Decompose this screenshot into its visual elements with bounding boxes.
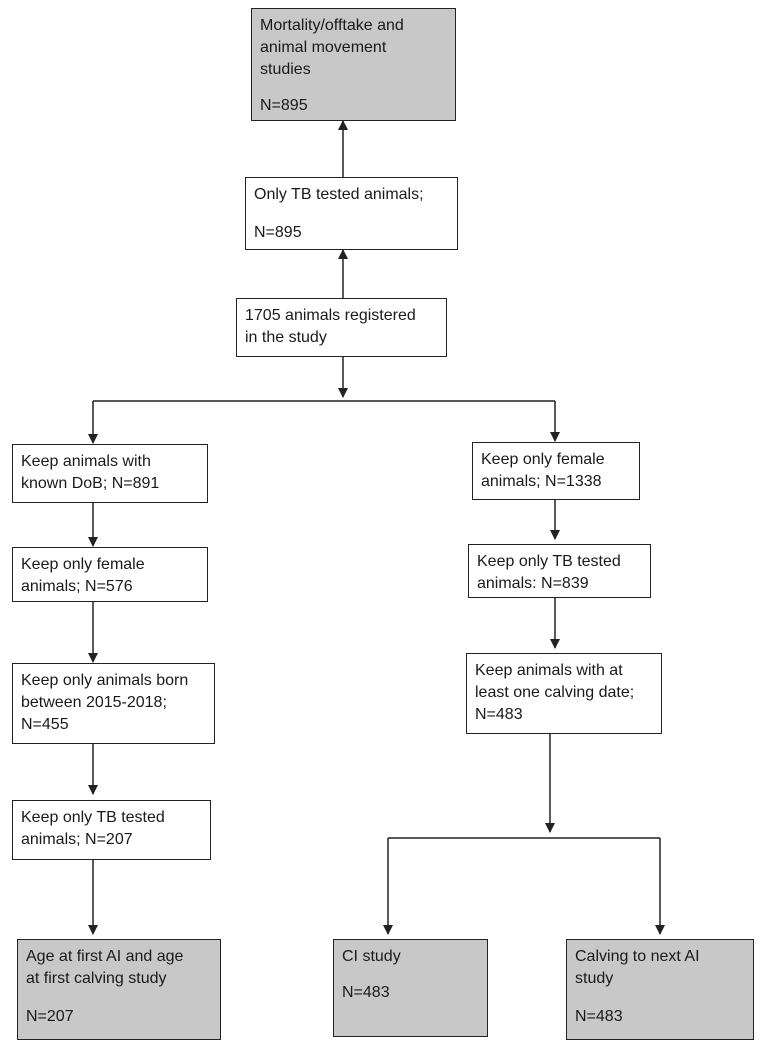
calving-next-box: Calving to next AI study N=483 (566, 939, 754, 1040)
box-count: N=895 (254, 224, 302, 241)
box-line: studies (260, 61, 311, 78)
born-between-box: Keep only animals born between 2015-2018… (12, 663, 215, 744)
female-right-box: Keep only female animals; N=1338 (472, 442, 640, 500)
tb-tested-top-box: Only TB tested animals; N=895 (245, 177, 458, 250)
box-line: Mortality/offtake and (260, 17, 404, 34)
box-line: Keep only animals born (21, 672, 189, 689)
box-line: animals; N=207 (21, 831, 133, 848)
calving-date-box: Keep animals with at least one calving d… (466, 653, 662, 734)
box-line: Keep only TB tested (21, 809, 165, 826)
box-count: N=483 (342, 984, 390, 1001)
box-line: Only TB tested animals; (254, 186, 424, 203)
box-line: between 2015-2018; (21, 694, 167, 711)
box-line: animals; N=1338 (481, 473, 602, 490)
box-line: animal movement (260, 39, 387, 56)
box-line: N=455 (21, 716, 69, 733)
age-study-box: Age at first AI and age at first calving… (17, 939, 221, 1040)
box-line: Keep animals with (21, 453, 151, 470)
box-count: N=895 (260, 97, 308, 114)
box-line: in the study (245, 329, 327, 346)
box-line: animals: N=839 (477, 575, 589, 592)
box-line: CI study (342, 948, 401, 965)
box-line: at first calving study (26, 970, 167, 987)
box-line: N=483 (475, 706, 523, 723)
registered-animals-box: 1705 animals registered in the study (236, 298, 447, 357)
box-line: known DoB; N=891 (21, 475, 160, 492)
box-line: Calving to next AI (575, 948, 700, 965)
box-count: N=483 (575, 1008, 623, 1025)
box-line: Keep only female (481, 451, 605, 468)
box-count: N=207 (26, 1008, 74, 1025)
box-line: Keep only female (21, 556, 145, 573)
box-line: animals; N=576 (21, 578, 133, 595)
box-line: study (575, 970, 614, 987)
tb-left-box: Keep only TB tested animals; N=207 (12, 800, 211, 860)
box-line: least one calving date; (475, 684, 635, 701)
mortality-study-box: Mortality/offtake and animal movement st… (251, 8, 456, 121)
box-line: Keep only TB tested (477, 553, 621, 570)
box-line: 1705 animals registered (245, 307, 416, 324)
female-left-box: Keep only female animals; N=576 (12, 547, 208, 602)
tb-right-box: Keep only TB tested animals: N=839 (468, 544, 651, 598)
ci-study-box: CI study N=483 (333, 939, 488, 1037)
box-line: Keep animals with at (475, 662, 623, 679)
box-line: Age at first AI and age (26, 948, 184, 965)
known-dob-box: Keep animals with known DoB; N=891 (12, 444, 208, 503)
